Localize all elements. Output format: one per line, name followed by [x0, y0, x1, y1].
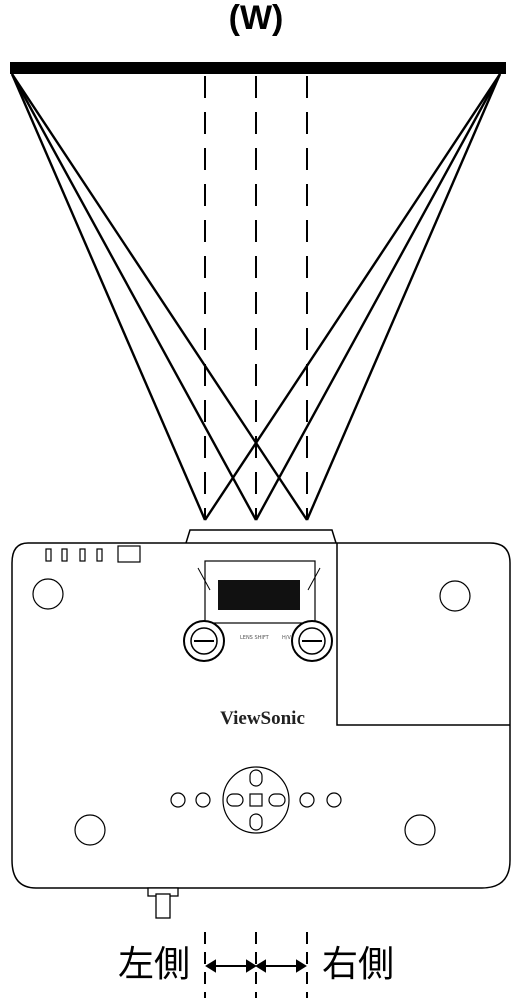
exit-button: [326, 792, 342, 808]
lens-housing: [185, 529, 337, 544]
lens-assembly: [197, 560, 321, 624]
projector-body: [11, 542, 511, 889]
lens-shift-dial-right: [291, 620, 333, 662]
menu-button: [299, 792, 315, 808]
projection-rays: [10, 73, 502, 521]
port-3: [79, 548, 86, 562]
ray-right-to-right-position: [305, 73, 502, 521]
lower-dashed-guides: [204, 932, 308, 998]
power-button: [170, 792, 186, 808]
dpad-enter: [249, 793, 263, 807]
brand-logo: ViewSonic: [220, 708, 305, 729]
ray-left-to-center-position: [10, 73, 258, 521]
port-5: [117, 545, 141, 563]
source-button: [195, 792, 211, 808]
lens: [218, 580, 300, 610]
control-panel: [170, 766, 342, 834]
lens-shift-dial-left: [183, 620, 225, 662]
dpad-left: [226, 793, 244, 807]
right-side-label: 右側: [322, 944, 395, 985]
foot-top-right: [439, 580, 471, 612]
ray-right-to-center-position: [254, 73, 502, 521]
dpad-right: [268, 793, 286, 807]
foot-bottom-left: [74, 814, 106, 846]
bottom-connector: [147, 887, 179, 919]
ray-right-to-left-position: [203, 73, 502, 521]
projector: [11, 529, 511, 919]
hv-label: H/V: [282, 635, 291, 641]
projection-screen: [10, 62, 506, 74]
ray-left-to-left-position: [10, 73, 207, 521]
port-2: [61, 548, 68, 562]
lamp-cover: [336, 543, 510, 726]
left-side-label: 左側: [118, 944, 191, 985]
dpad-up: [249, 769, 263, 787]
io-ports: [45, 545, 141, 563]
port-1: [45, 548, 52, 562]
screen-width-label: (W): [228, 0, 284, 37]
foot-bottom-right: [404, 814, 436, 846]
lens-shift-label: LENS SHIFT: [240, 635, 269, 641]
shift-arrows: [205, 959, 307, 973]
port-4: [96, 548, 103, 562]
ray-left-to-right-position: [10, 73, 309, 521]
foot-top-left: [32, 578, 64, 610]
dashed-guides: [204, 76, 308, 520]
dpad-down: [249, 813, 263, 831]
